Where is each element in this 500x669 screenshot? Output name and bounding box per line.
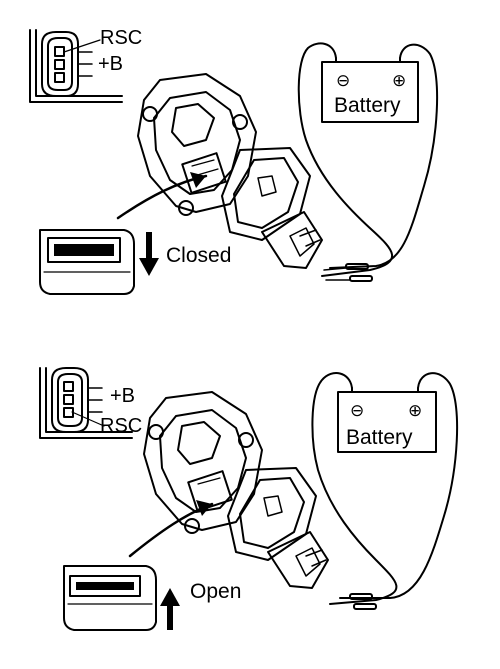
- open-label: Open: [190, 580, 241, 603]
- connector-pin-top-3: [54, 72, 65, 83]
- bolt-hole-1: [142, 106, 158, 122]
- top-wire-positive: [329, 43, 439, 269]
- bolt-hole-4: [148, 424, 164, 440]
- top-panel: [29, 29, 439, 295]
- bottom-battery: [311, 372, 459, 610]
- top-connector-label-rsc: RSC: [100, 27, 142, 49]
- valve-port-bottom: [187, 470, 233, 512]
- open-arrow-head: [160, 588, 180, 606]
- bottom-wire-negative: [311, 372, 398, 605]
- connector-pin-bottom-2: [63, 394, 74, 405]
- top-valve-body: [137, 73, 323, 269]
- bolt-hole-2: [232, 114, 248, 130]
- closed-label: Closed: [166, 244, 231, 267]
- top-connector-label-b: +B: [98, 53, 123, 75]
- valve-port-top: [181, 152, 227, 194]
- bottom-valve-body: [143, 391, 329, 589]
- bolt-hole-5: [238, 432, 254, 448]
- bottom-connector-label-rsc: RSC: [100, 415, 142, 437]
- top-connector-inset: [29, 29, 123, 103]
- bottom-connector-label-b: +B: [110, 385, 135, 407]
- bolt-hole-3: [178, 200, 194, 216]
- bottom-battery-pos-terminal: ⊕: [408, 401, 422, 420]
- bottom-panel: [39, 367, 459, 631]
- top-battery-pos-terminal: ⊕: [392, 71, 406, 90]
- bottom-wire-positive: [339, 372, 459, 599]
- connector-pin-top-1: [54, 46, 65, 57]
- rsc-leader-bottom: [71, 411, 105, 427]
- bottom-battery-case: [337, 391, 437, 453]
- connector-pin-bottom-1: [63, 381, 74, 392]
- connector-pin-top-2: [54, 59, 65, 70]
- bottom-battery-label: Battery: [346, 426, 413, 449]
- closed-arrow-head: [139, 258, 159, 276]
- top-valve-detail-inset: [39, 229, 135, 295]
- rsc-leader-top: [63, 39, 101, 53]
- top-wire-negative: [297, 42, 394, 277]
- top-battery-case: [321, 61, 419, 123]
- bolt-hole-6: [184, 518, 200, 534]
- bottom-valve-detail-inset: [63, 565, 157, 631]
- bottom-battery-neg-terminal: ⊖: [350, 401, 364, 420]
- top-battery: [297, 42, 439, 282]
- top-battery-neg-terminal: ⊖: [336, 71, 350, 90]
- top-battery-label: Battery: [334, 94, 401, 117]
- bottom-connector-inset: [39, 367, 133, 439]
- connector-pin-bottom-3: [63, 407, 74, 418]
